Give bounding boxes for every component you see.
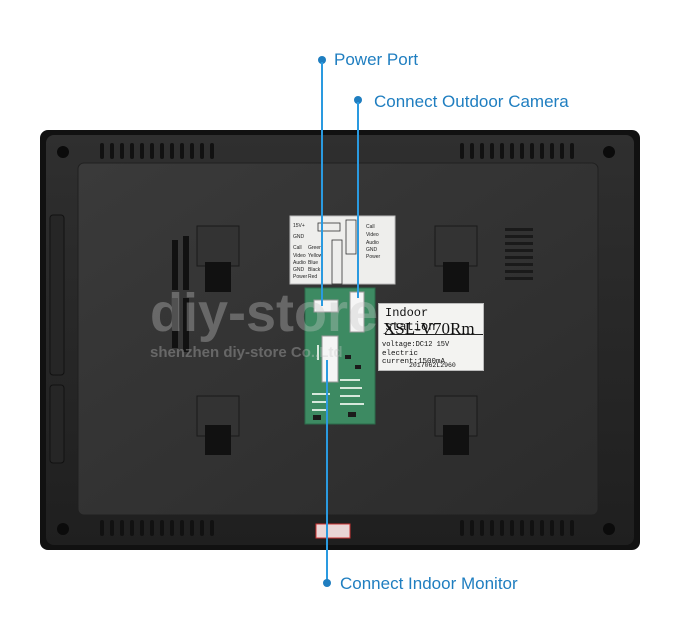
side-button-lower	[49, 384, 65, 464]
wiring-color-red: Red	[308, 274, 318, 280]
speaker-grille	[505, 228, 533, 280]
label-model: XSL-V70Rm	[383, 319, 475, 338]
wiring-color-blue: Blue	[308, 260, 319, 266]
mount-bracket-br	[434, 395, 478, 455]
wiring-left-video: Video	[293, 253, 306, 259]
label-title: Indoor station	[385, 306, 483, 335]
callout-line-indoor	[326, 360, 328, 582]
wiring-left-call: Call	[293, 245, 302, 251]
screw-top-left	[57, 146, 69, 158]
side-button-upper	[49, 214, 65, 376]
wiring-right-audio: Audio	[366, 240, 379, 246]
vent-bottom-right	[460, 520, 574, 536]
wiring-left-gnd2: GND	[293, 267, 305, 273]
callout-dot-outdoor	[354, 96, 362, 104]
wiring-color-yellow: Yellow	[308, 253, 323, 259]
connector-power	[313, 299, 339, 313]
callout-indoor-monitor: Connect Indoor Monitor	[340, 574, 518, 593]
label-voltage: voltage:DC12 15V	[382, 341, 450, 349]
wiring-chart-connectors	[317, 219, 357, 285]
mount-bracket-tr	[434, 225, 478, 292]
wiring-right-power: Power	[366, 254, 381, 260]
mount-bracket-bl	[196, 395, 240, 455]
wiring-right-call: Call	[366, 224, 375, 230]
wiring-color-black: Black	[308, 267, 321, 273]
vent-top-left	[100, 143, 214, 159]
vent-bottom-left	[100, 520, 214, 536]
screw-top-right	[603, 146, 615, 158]
wiring-color-green: Green	[308, 245, 322, 251]
callout-line-outdoor	[357, 102, 359, 298]
qc-sticker	[315, 523, 351, 539]
watermark-company: shenzhen diy-store Co.,Ltd	[150, 344, 343, 361]
wiring-left-audio: Audio	[293, 260, 306, 266]
callout-dot-power	[318, 56, 326, 64]
wiring-left-power: Power	[293, 274, 308, 280]
wiring-left-15v: 15V+	[293, 223, 305, 229]
callout-line-power	[321, 62, 323, 306]
watermark-brand: diy-store	[150, 283, 379, 343]
wiring-left-gnd: GND	[293, 234, 305, 240]
wiring-right-video: Video	[366, 232, 379, 238]
wall-slots	[172, 236, 189, 352]
label-current: electric current:1500mA	[382, 350, 446, 366]
callout-outdoor-camera: Connect Outdoor Camera	[374, 92, 569, 111]
wiring-chart-sticker	[289, 215, 396, 285]
wiring-right-gnd: GND	[366, 247, 378, 253]
label-serial: 2017062L2960	[409, 362, 456, 369]
vent-top-right	[460, 143, 574, 159]
mount-bracket-tl	[196, 225, 240, 292]
product-label: Indoor station XSL-V70Rm voltage:DC12 15…	[378, 303, 484, 371]
screw-bottom-left	[57, 523, 69, 535]
callout-power-port: Power Port	[334, 50, 419, 69]
screw-bottom-right	[603, 523, 615, 535]
callout-dot-indoor	[323, 579, 331, 587]
